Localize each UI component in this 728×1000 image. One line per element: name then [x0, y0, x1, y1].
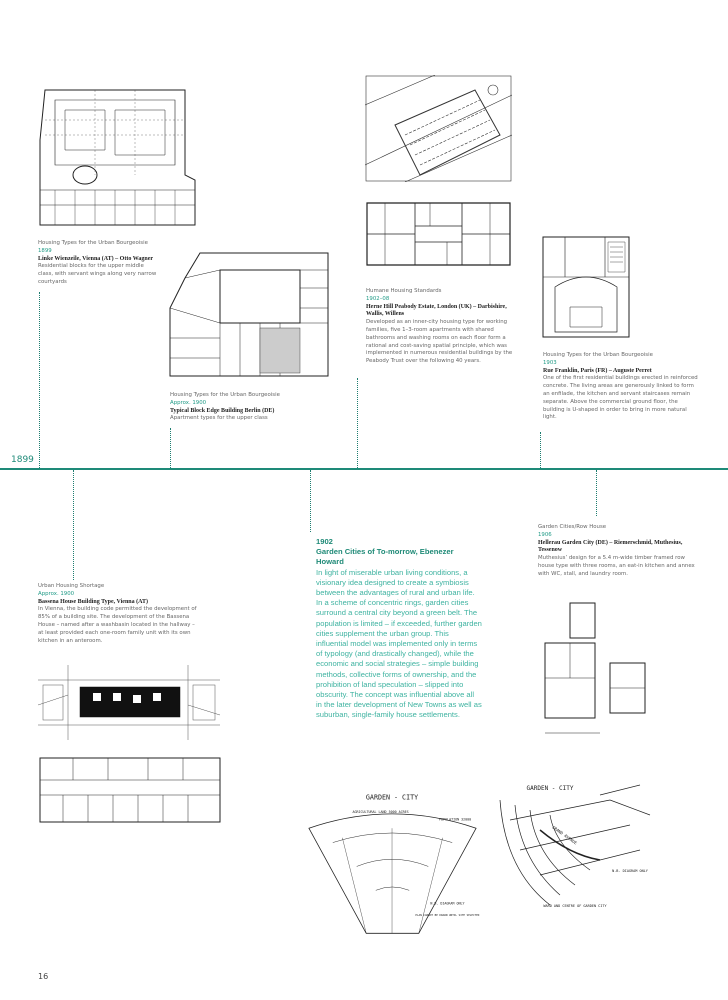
entry-category: Housing Types for the Urban Bourgeoisie — [38, 240, 148, 246]
connector-line — [39, 292, 40, 468]
entry-berlin: Housing Types for the Urban Bourgeoisie … — [170, 392, 320, 423]
timeline-start-year: 1899 — [11, 455, 34, 465]
ward-caption: WARD AND CENTRE OF GARDEN CITY — [543, 904, 607, 908]
peabody-floor-plan-drawing — [365, 198, 512, 270]
entry-wagner: Housing Types for the Urban Bourgeoisie … — [38, 240, 158, 287]
plan-note-label: PLAN CANNOT BE DRAWN UNTIL SITE SELECTED — [415, 913, 479, 917]
entry-body: One of the first residential buildings e… — [543, 375, 698, 421]
entry-year: 1899 — [38, 247, 52, 254]
entry-hellerau: Garden Cities/Row House 1906 Hellerau Ga… — [538, 524, 698, 579]
entry-peabody: Humane Housing Standards 1902–08 Herne H… — [366, 288, 516, 366]
peabody-site-map-drawing — [365, 75, 512, 182]
entry-body: Developed as an inner-city housing type … — [366, 319, 513, 365]
entry-title: Bassena House Building Type, Vienna (AT) — [38, 598, 149, 605]
wagner-floor-plan-drawing — [35, 80, 200, 232]
feature-body: In light of miserable urban living condi… — [316, 567, 482, 720]
entry-year: 1902–08 — [366, 295, 390, 302]
entry-perret: Housing Types for the Urban Bourgeoisie … — [543, 352, 698, 422]
entry-body: Apartment types for the upper class — [170, 415, 268, 422]
entry-year: Approx. 1900 — [170, 399, 207, 406]
entry-bassena: Urban Housing Shortage Approx. 1900 Bass… — [38, 583, 198, 645]
entry-body: Residential blocks for the upper middle … — [38, 263, 157, 285]
entry-title: Hellerau Garden City (DE) – Riemerschmid… — [538, 539, 683, 554]
entry-year: 1906 — [538, 531, 552, 538]
entry-body: In Vienna, the building code permitted t… — [38, 606, 197, 644]
garden-city-title: GARDEN - CITY — [366, 794, 418, 802]
perret-floor-plan-drawing — [540, 232, 632, 340]
berlin-block-plan-drawing — [160, 248, 332, 380]
entry-title: Linke Wienzeile, Vienna (AT) – Otto Wagn… — [38, 255, 154, 262]
population-label: POPULATION 32000 — [439, 818, 471, 822]
entry-category: Housing Types for the Urban Bourgeoisie — [170, 392, 280, 398]
entry-title: Herne Hill Peabody Estate, London (UK) –… — [366, 303, 507, 318]
entry-year: Approx. 1900 — [38, 590, 75, 597]
entry-body: Muthesius’ design for a 5.4 m-wide timbe… — [538, 555, 695, 577]
connector-line — [310, 470, 311, 532]
connector-line — [73, 470, 74, 580]
entry-category: Housing Types for the Urban Bourgeoisie — [543, 352, 653, 358]
ward-and-centre-drawing: GARDEN - CITY GRAND AVENUE N.B. DIAGRAM … — [490, 780, 660, 910]
connector-line — [596, 470, 597, 516]
entry-category: Urban Housing Shortage — [38, 583, 105, 589]
agricultural-land-label: AGRICULTURAL LAND 5000 ACRES — [353, 810, 409, 814]
hellerau-row-house-plan-drawing — [540, 598, 650, 748]
connector-line — [170, 428, 171, 468]
entry-year: 1903 — [543, 359, 557, 366]
bassena-floor-plan-drawing — [38, 755, 222, 825]
timeline-axis — [0, 468, 728, 470]
entry-title: Rue Franklin, Paris (FR) – Auguste Perre… — [543, 367, 652, 374]
garden-city-title-2: GARDEN - CITY — [527, 785, 574, 792]
entry-category: Garden Cities/Row House — [538, 524, 607, 530]
entry-title: Typical Block Edge Building Berlin (DE) — [170, 407, 275, 414]
bassena-site-map-drawing — [38, 665, 220, 740]
grand-avenue-label: GRAND AVENUE — [551, 825, 578, 846]
entry-category: Humane Housing Standards — [366, 288, 442, 294]
diagram-only-label-2: N.B. DIAGRAM ONLY — [612, 869, 649, 873]
page-number: 16 — [38, 972, 49, 981]
connector-line — [540, 432, 541, 468]
garden-city-diagram-drawing: GARDEN - CITY AGRICULTURAL LAND 5000 ACR… — [300, 790, 485, 940]
feature-year: 1902 — [316, 537, 333, 546]
diagram-only-label: N.B. DIAGRAM ONLY — [430, 902, 464, 906]
feature-title: Garden Cities of To-morrow, Ebenezer How… — [316, 547, 454, 567]
garden-cities-feature: 1902 Garden Cities of To-morrow, Ebeneze… — [316, 537, 482, 721]
connector-line — [357, 378, 358, 468]
